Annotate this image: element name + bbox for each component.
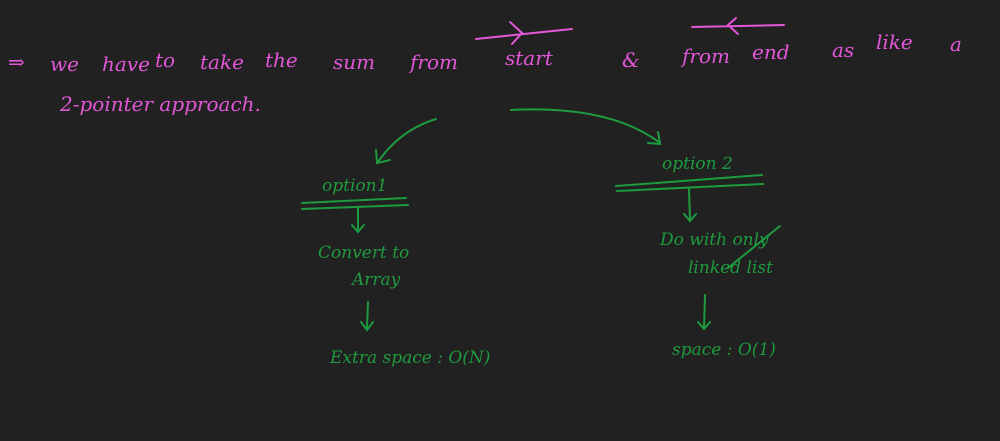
option2-step-line2: linked list — [688, 258, 773, 278]
word: start — [505, 46, 553, 70]
word: & — [622, 48, 640, 72]
option1-step-line2: Array — [352, 270, 401, 290]
word: like — [876, 30, 913, 54]
option2-underline — [615, 174, 764, 192]
option2-result: space : O(1) — [672, 340, 776, 360]
word: a — [950, 32, 962, 56]
intro-line2: 2-pointer approach. — [60, 92, 261, 116]
option1-underline — [301, 197, 409, 210]
word: end — [752, 40, 790, 64]
option2-step-line1: Do with only — [660, 230, 769, 250]
curve-arrow-to-option1 — [375, 118, 437, 165]
option1-step-line1: Convert to — [318, 243, 410, 263]
option1-title: option1 — [322, 176, 388, 196]
option2-down-arrow — [683, 188, 697, 223]
word: from — [682, 44, 730, 68]
implies-symbol: ⇒ — [8, 50, 25, 74]
curve-arrow-to-option2 — [510, 108, 662, 146]
word: to — [155, 48, 176, 72]
option2-down-arrow-2 — [697, 294, 711, 331]
word: sum — [333, 50, 376, 74]
only-strike — [727, 225, 781, 269]
option1-result: Extra space : O(N) — [330, 348, 491, 368]
word: have — [102, 52, 150, 76]
left-arrow-over-end — [691, 17, 785, 35]
right-arrow-over-start — [475, 21, 573, 45]
option1-down-arrow-2 — [360, 301, 374, 332]
option2-title: option 2 — [662, 154, 733, 174]
word: take — [200, 50, 244, 74]
word: as — [832, 38, 855, 62]
word: from — [410, 50, 458, 74]
word: we — [50, 52, 79, 76]
word: the — [265, 48, 298, 72]
option1-down-arrow — [351, 206, 365, 234]
